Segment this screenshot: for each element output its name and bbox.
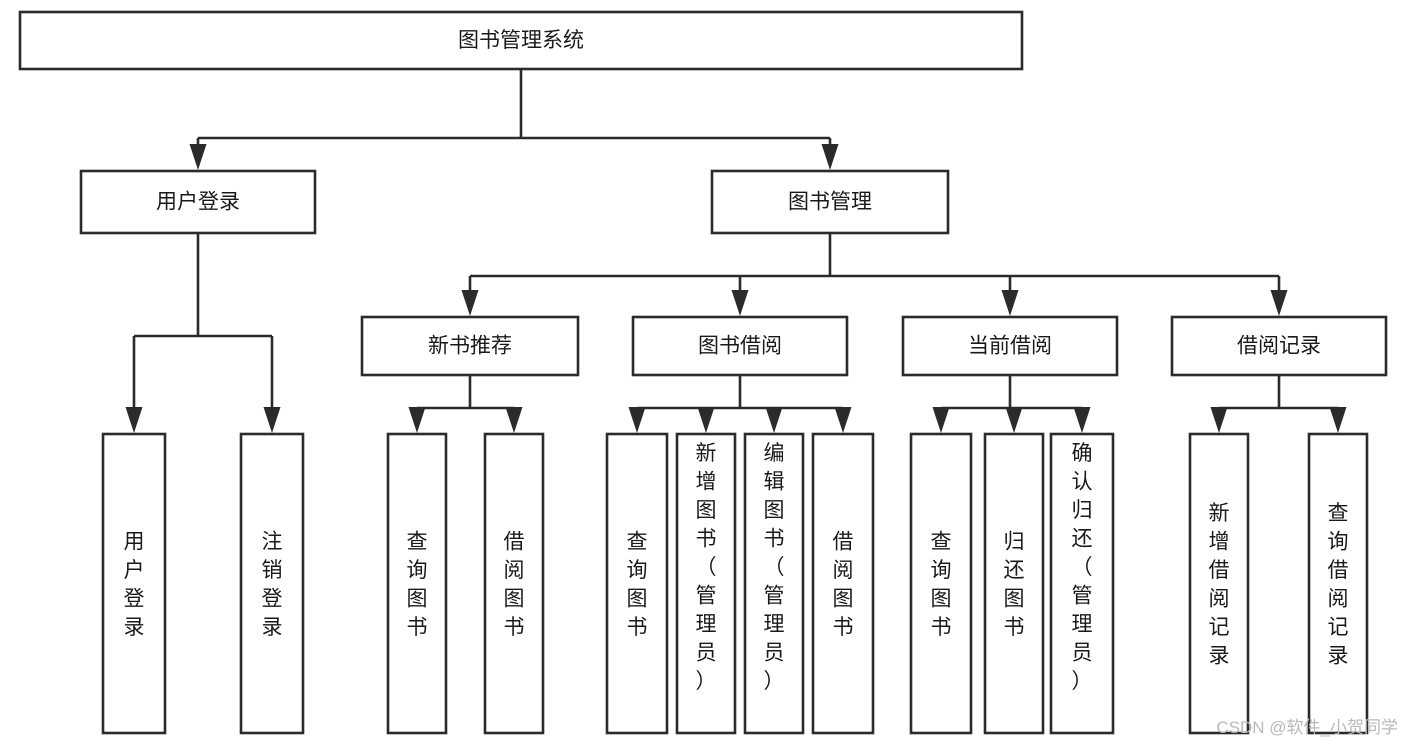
node-label: 当前借阅 [968, 335, 1052, 358]
connector-group-n_user_login [125, 233, 281, 433]
arrow-head-icon [505, 407, 523, 433]
arrow-head-icon [731, 290, 749, 316]
arrow-head-icon [1270, 290, 1288, 316]
node-label: 借阅图书 [504, 531, 525, 640]
node-box[interactable] [631, 315, 849, 377]
arrow-head-icon [1073, 407, 1091, 433]
arrow-head-icon [1005, 407, 1023, 433]
node-box[interactable] [811, 432, 875, 735]
arrow-head-icon [628, 407, 646, 433]
arrow-head-icon [1329, 407, 1347, 433]
node-box[interactable] [239, 432, 305, 735]
node-label: 借阅图书 [833, 531, 854, 640]
arrow-head-icon [263, 407, 281, 433]
arrow-head-icon [821, 144, 839, 170]
node-label: 查询图书 [931, 531, 952, 640]
connector-group-n_new_book_rec [408, 375, 523, 433]
node-label: 用户登录 [124, 531, 145, 640]
node-box[interactable] [1188, 432, 1250, 735]
node-box[interactable] [605, 432, 669, 735]
node-box[interactable] [1307, 432, 1369, 735]
node-n-book-mgmt[interactable]: 图书管理 [710, 169, 950, 235]
node-l-query-book-c[interactable]: 查询图书 [909, 432, 973, 735]
node-box[interactable] [1170, 315, 1388, 377]
node-box[interactable] [1049, 432, 1115, 735]
node-box[interactable] [18, 10, 1024, 71]
node-layer: 图书管理系统用户登录图书管理新书推荐图书借阅当前借阅借阅记录用户登录注销登录查询… [18, 10, 1388, 735]
node-l-query-record[interactable]: 查询借阅记录 [1307, 432, 1369, 735]
node-n-user-login[interactable]: 用户登录 [79, 169, 317, 235]
arrow-head-icon [932, 407, 950, 433]
arrow-head-icon [125, 407, 143, 433]
arrow-head-icon [765, 407, 783, 433]
connector-group-root [189, 69, 839, 170]
node-l-edit-book[interactable]: 编辑图书（管理员） [743, 432, 805, 735]
connector-layer [125, 69, 1347, 433]
connector-group-n_current_borrow [932, 375, 1091, 433]
node-box[interactable] [909, 432, 973, 735]
arrow-head-icon [697, 407, 715, 433]
arrow-head-icon [189, 144, 207, 170]
node-box[interactable] [710, 169, 950, 235]
node-label: 图书管理系统 [458, 29, 584, 52]
node-n-borrow-record[interactable]: 借阅记录 [1170, 315, 1388, 377]
connector-group-n_book_borrow [628, 375, 852, 433]
node-l-borrow-book-a[interactable]: 借阅图书 [483, 432, 545, 735]
node-box[interactable] [675, 432, 737, 735]
arrow-head-icon [1001, 290, 1019, 316]
node-box[interactable] [79, 169, 317, 235]
node-label: 用户登录 [156, 191, 240, 214]
node-l-borrow-book-b[interactable]: 借阅图书 [811, 432, 875, 735]
node-label: 图书借阅 [698, 335, 782, 358]
node-label: 新书推荐 [428, 335, 512, 358]
node-l-return-book[interactable]: 归还图书 [983, 432, 1045, 735]
node-l-query-book-a[interactable]: 查询图书 [386, 432, 448, 735]
node-label: 查询借阅记录 [1328, 502, 1349, 668]
connector-group-n_book_mgmt [461, 233, 1288, 316]
node-l-user-login[interactable]: 用户登录 [101, 432, 167, 735]
node-l-add-book[interactable]: 新增图书（管理员） [675, 432, 737, 735]
node-n-book-borrow[interactable]: 图书借阅 [631, 315, 849, 377]
connector-group-n_borrow_record [1210, 375, 1347, 433]
node-box[interactable] [360, 315, 580, 377]
node-root[interactable]: 图书管理系统 [18, 10, 1024, 71]
node-label: 编辑图书（管理员） [764, 442, 785, 693]
node-box[interactable] [983, 432, 1045, 735]
arrow-head-icon [461, 290, 479, 316]
node-label: 查询图书 [407, 531, 428, 640]
node-label: 确认归还（管理员） [1072, 442, 1093, 693]
arrow-head-icon [1210, 407, 1228, 433]
node-box[interactable] [101, 432, 167, 735]
node-label: 新增借阅记录 [1209, 502, 1230, 668]
node-box[interactable] [901, 315, 1119, 377]
csdn-watermark: CSDN @软件_小贺同学 [1216, 718, 1398, 737]
node-box[interactable] [483, 432, 545, 735]
arrow-head-icon [834, 407, 852, 433]
node-box[interactable] [386, 432, 448, 735]
node-label: 图书管理 [788, 191, 872, 214]
node-l-add-record[interactable]: 新增借阅记录 [1188, 432, 1250, 735]
node-label: 查询图书 [627, 531, 648, 640]
node-box[interactable] [743, 432, 805, 735]
node-label: 借阅记录 [1237, 335, 1321, 358]
node-l-confirm-return[interactable]: 确认归还（管理员） [1049, 432, 1115, 735]
node-n-current-borrow[interactable]: 当前借阅 [901, 315, 1119, 377]
node-label: 归还图书 [1004, 531, 1025, 640]
node-n-new-book-rec[interactable]: 新书推荐 [360, 315, 580, 377]
node-label: 新增图书（管理员） [696, 442, 717, 693]
node-l-query-book-b[interactable]: 查询图书 [605, 432, 669, 735]
arrow-head-icon [408, 407, 426, 433]
node-label: 注销登录 [262, 531, 283, 640]
node-l-user-logout[interactable]: 注销登录 [239, 432, 305, 735]
